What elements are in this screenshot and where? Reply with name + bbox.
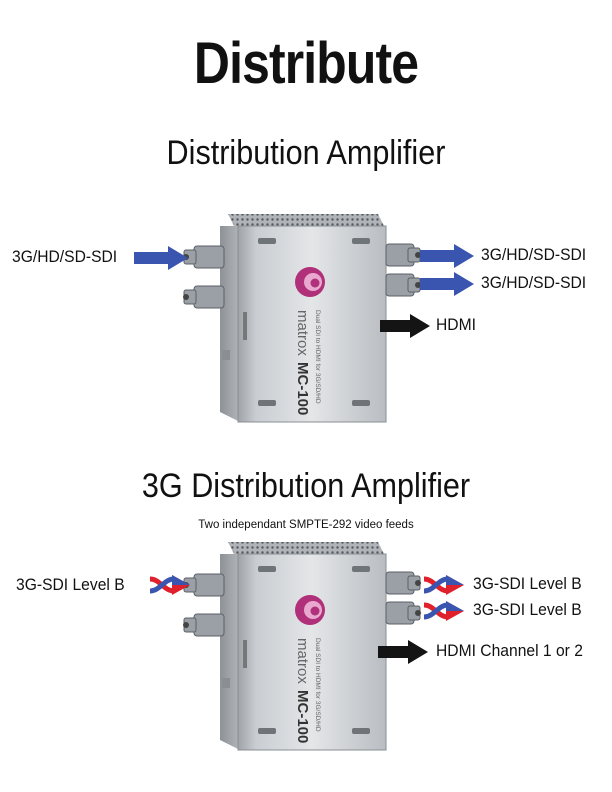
section-title-3g-distribution-amplifier: 3G Distribution Amplifier xyxy=(141,467,471,505)
page-title: Distribute xyxy=(193,31,419,96)
input-label: 3G-SDI Level B xyxy=(16,575,125,594)
input-arrow xyxy=(134,246,188,270)
svg-text:matrox: matrox xyxy=(294,638,311,684)
output-arrow-1 xyxy=(420,244,474,268)
converter-device-image: matrox MC-100 Dual SDI to HDMI for 3G/SD… xyxy=(183,542,421,751)
input-label: 3G/HD/SD-SDI xyxy=(12,247,118,266)
output-label-1: 3G/HD/SD-SDI xyxy=(481,245,587,264)
svg-text:MC-100: MC-100 xyxy=(294,690,311,743)
svg-text:matrox: matrox xyxy=(294,310,311,356)
section-title-distribution-amplifier: Distribution Amplifier xyxy=(166,134,446,172)
output-arrow-2 xyxy=(420,272,474,296)
section-subtitle: Two independant SMPTE-292 video feeds xyxy=(198,519,414,531)
converter-device-image: matrox MC-100 Dual SDI to HDMI for 3G/SD… xyxy=(183,214,421,423)
svg-text:MC-100: MC-100 xyxy=(294,362,311,415)
input-twisted-arrow xyxy=(149,575,190,595)
output-label-2: 3G/HD/SD-SDI xyxy=(481,273,587,292)
hdmi-arrow xyxy=(378,640,428,664)
svg-text:Dual SDI to HDMI for 3G/SD/HD: Dual SDI to HDMI for 3G/SD/HD xyxy=(314,638,321,732)
hdmi-label: HDMI xyxy=(436,315,476,334)
hdmi-label: HDMI Channel 1 or 2 xyxy=(436,641,583,660)
output-twisted-arrow-2 xyxy=(423,601,464,621)
output-label-1: 3G-SDI Level B xyxy=(473,574,582,593)
output-twisted-arrow-1 xyxy=(423,575,464,595)
hdmi-arrow xyxy=(380,314,430,338)
output-label-2: 3G-SDI Level B xyxy=(473,600,582,619)
svg-text:Dual SDI to HDMI for 3G/SD/HD: Dual SDI to HDMI for 3G/SD/HD xyxy=(314,310,321,404)
